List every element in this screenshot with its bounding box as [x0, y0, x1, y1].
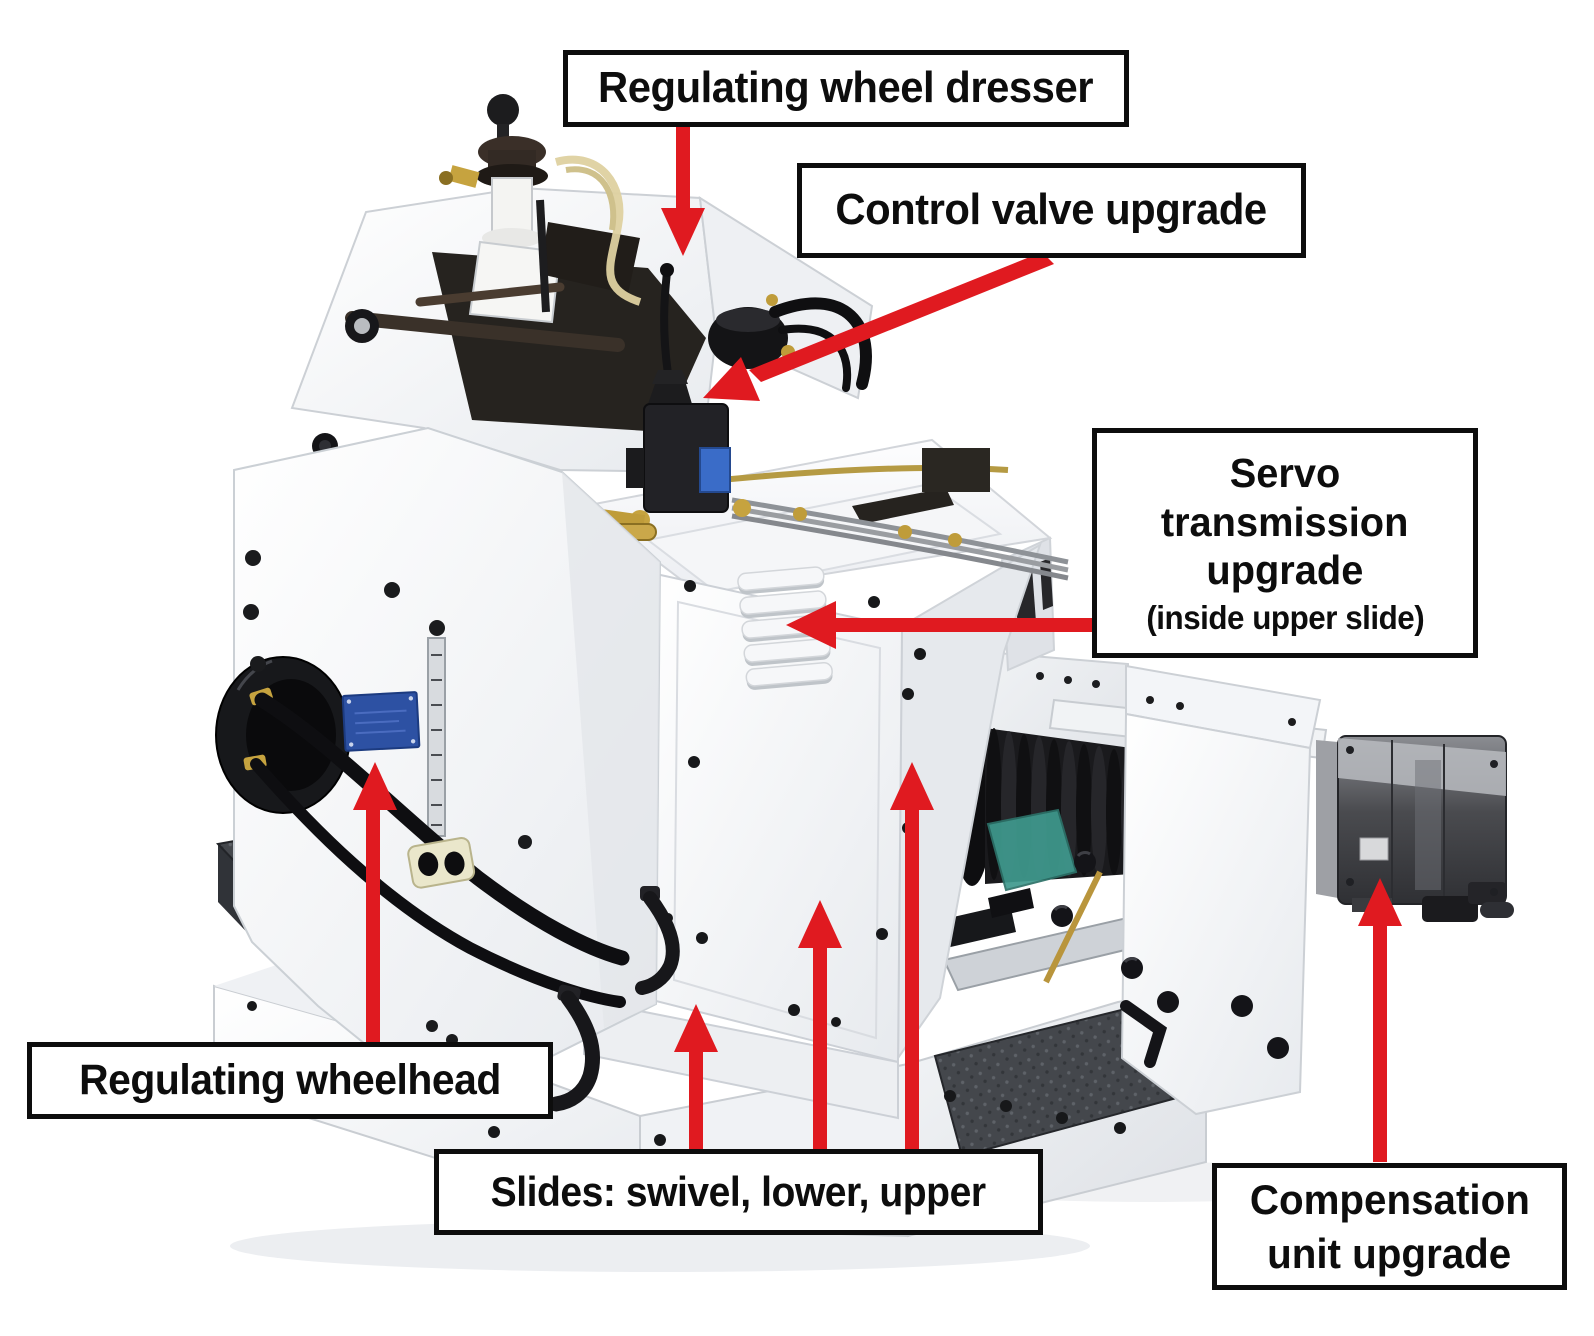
vent-louvers — [737, 566, 833, 690]
coolant-tubing — [554, 155, 642, 306]
arrow-servo-transmission — [786, 601, 1092, 649]
coolant-sheen — [986, 808, 1078, 892]
valve-blue-band — [699, 447, 731, 493]
control-valve-unit — [585, 263, 1069, 581]
label-regulating-wheel-dresser: Regulating wheel dresser — [563, 50, 1129, 127]
arrow-control-valve — [703, 252, 1054, 401]
cap-screws — [1051, 851, 1289, 1059]
motor-nameplate — [1359, 837, 1389, 861]
label-note: (inside upper slide) — [1146, 598, 1424, 636]
blue-nameplate — [341, 691, 421, 752]
label-text-line: unit upgrade — [1267, 1229, 1512, 1277]
jack-screw — [1043, 870, 1103, 984]
hydraulic-hose — [250, 758, 626, 1008]
arrow-slides-swivel — [674, 1004, 718, 1150]
label-control-valve-upgrade: Control valve upgrade — [797, 163, 1306, 258]
label-text-line: transmission — [1161, 498, 1409, 545]
top-slot — [852, 488, 954, 524]
valve-lever — [660, 268, 672, 378]
clamp-handles — [548, 886, 1168, 1112]
dresser-tower — [290, 94, 874, 474]
label-compensation-unit-upgrade: Compensation unit upgrade — [1212, 1163, 1567, 1290]
label-text: Regulating wheel dresser — [598, 63, 1094, 113]
label-text: Slides: swivel, lower, upper — [491, 1167, 986, 1215]
label-text: Regulating wheelhead — [79, 1055, 501, 1104]
regulating-wheel-dresser-unit — [345, 94, 642, 352]
regulating-wheelhead-casting — [215, 426, 662, 1092]
canister-and-hoses — [708, 294, 872, 392]
label-regulating-wheelhead: Regulating wheelhead — [27, 1042, 553, 1119]
arrow-regulating-wheel-dresser — [661, 126, 705, 256]
label-servo-transmission-upgrade: Servo transmission upgrade (inside upper… — [1092, 428, 1478, 658]
arrow-slides-lower — [798, 900, 842, 1150]
arrow-regulating-wheelhead — [353, 762, 397, 1044]
compensation-unit-motor — [1316, 735, 1514, 922]
label-slides: Slides: swivel, lower, upper — [434, 1149, 1043, 1235]
arrow-slides-upper — [890, 762, 934, 1150]
arrow-compensation-unit — [1358, 878, 1402, 1162]
hose-bracket — [407, 837, 476, 889]
compensation-bracket-block — [1120, 664, 1322, 1116]
label-text: Control valve upgrade — [835, 185, 1268, 235]
label-text-line: Compensation — [1249, 1175, 1530, 1223]
label-text-line: upgrade — [1206, 547, 1364, 594]
right-assembly — [914, 646, 1514, 1116]
label-text-line: Servo — [1229, 450, 1341, 497]
